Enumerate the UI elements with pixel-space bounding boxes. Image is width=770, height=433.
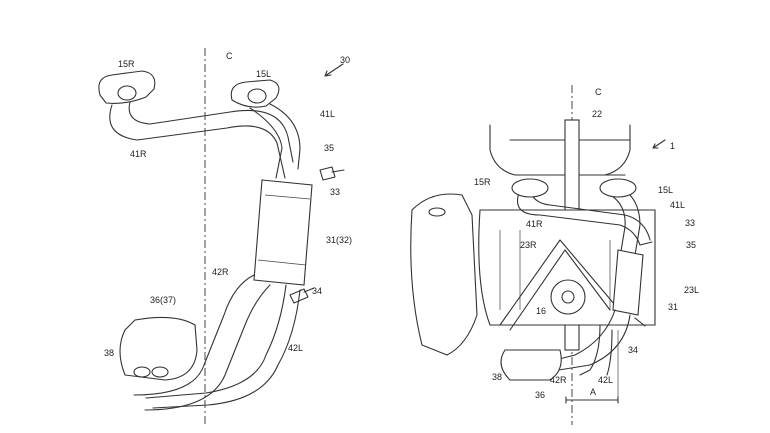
label-23l: 23L [684, 285, 700, 295]
side-cover [410, 193, 478, 356]
component-16 [550, 279, 586, 315]
muffler-36 [500, 349, 562, 381]
engine-block [478, 209, 656, 326]
flange-15r [98, 70, 156, 104]
catalytic-converter-31 [253, 179, 313, 286]
label-41l: 41L [670, 200, 686, 210]
label-15r: 15R [474, 177, 491, 187]
label-15r: 15R [118, 59, 135, 69]
label-41r: 41R [130, 149, 147, 159]
label-33: 33 [330, 187, 341, 197]
label-35: 35 [686, 240, 697, 250]
label-31: 31 [668, 302, 679, 312]
flange-15l [230, 79, 280, 108]
flange-15r [511, 178, 549, 198]
label-15l: 15L [658, 185, 674, 195]
label-42r: 42R [212, 267, 229, 277]
label-38: 38 [492, 372, 503, 382]
label-42l: 42L [288, 343, 304, 353]
label-30: 30 [340, 55, 351, 65]
muffler-36 [119, 316, 198, 381]
label-15l: 15L [256, 69, 272, 79]
label-38: 38 [104, 348, 115, 358]
label-42r: 42R [550, 375, 567, 385]
label-33: 33 [685, 218, 696, 228]
catalytic-converter-31 [612, 249, 644, 316]
flange-15l [599, 178, 637, 198]
label-c: C [595, 87, 602, 97]
label-dimension-a: A [590, 387, 597, 397]
label-42l: 42L [598, 375, 614, 385]
label-34: 34 [312, 286, 323, 296]
label-23r: 23R [520, 240, 537, 250]
label-c: C [226, 51, 233, 61]
label-1: 1 [670, 141, 676, 151]
label-31-32: 31(32) [326, 235, 353, 245]
label-35: 35 [324, 143, 335, 153]
label-34: 34 [628, 345, 639, 355]
right-figure-engine-assembly [410, 85, 666, 425]
left-figure-exhaust-assembly [98, 48, 345, 425]
label-22: 22 [592, 109, 603, 119]
label-36: 36 [535, 390, 546, 400]
label-41r: 41R [526, 219, 543, 229]
label-16: 16 [536, 306, 547, 316]
label-41l: 41L [320, 109, 336, 119]
label-36-37: 36(37) [150, 295, 177, 305]
